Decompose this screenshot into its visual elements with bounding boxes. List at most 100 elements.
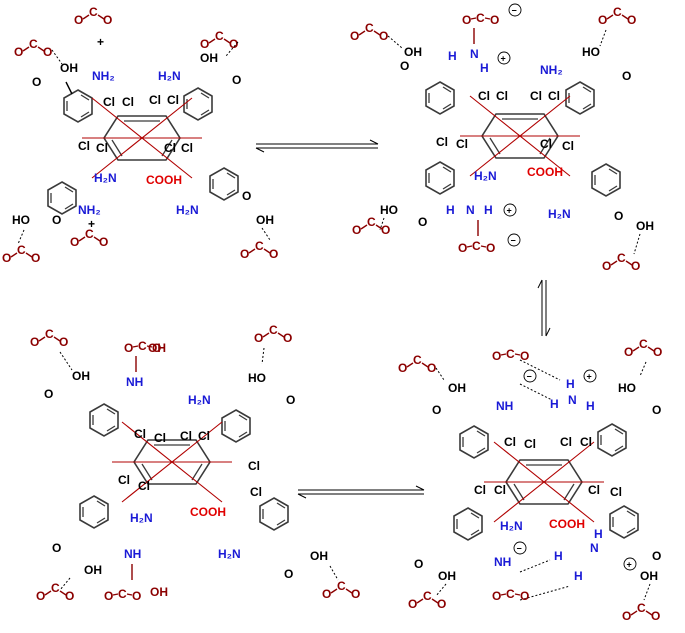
panel3-chlorine-label: Cl: [250, 485, 262, 499]
co2-carbon-label: C: [639, 337, 648, 351]
benzene-ring: [453, 507, 483, 541]
hydrogen-bond: [51, 49, 63, 65]
co2-molecule: OCO: [36, 581, 74, 603]
carbonyl-oxygen-label: O: [242, 189, 251, 203]
co2-oxygen-label: O: [14, 45, 23, 59]
co2-oxygen-label: O: [322, 587, 331, 601]
hydrogen-bond: [519, 359, 561, 381]
hydrogen-bond: [387, 35, 403, 49]
hydroxyl-label: OH: [448, 381, 466, 395]
co2-double-bond: [345, 588, 353, 594]
panel4-chlorine-label: Cl: [504, 435, 516, 449]
co2-carbon-label: C: [476, 11, 485, 25]
co2-oxygen-label: O: [427, 361, 436, 375]
amino-group-label: H₂N: [94, 171, 117, 185]
co2-oxygen-label: O: [462, 13, 471, 27]
co2-double-bond: [262, 332, 270, 338]
co2-molecule: OCO: [622, 601, 660, 623]
equilibrium-arrow-right: [537, 279, 551, 337]
co2-double-bond: [500, 593, 507, 596]
panel2-chlorine-label: Cl: [548, 89, 560, 103]
panel2-chlorine-label: Cl: [436, 135, 448, 149]
imine-group-label: NH: [494, 555, 511, 569]
co2-double-bond: [421, 362, 429, 368]
hydrogen-bond: [225, 41, 239, 57]
co2-oxygen-label: O: [437, 597, 446, 611]
co2-carbon-label: C: [337, 579, 346, 593]
co2-double-bond: [514, 593, 521, 596]
co2-molecule: OCO: [14, 37, 52, 59]
panel1-chlorine-label: Cl: [149, 93, 161, 107]
co2-carbon-label: C: [29, 37, 38, 51]
co2-carbon-label: C: [17, 243, 26, 257]
co2-carbon-label: C: [617, 251, 626, 265]
carboxyl-group-label: COOH: [549, 517, 585, 531]
co2-carbon-label: C: [138, 339, 147, 353]
hydrogen-bond: [17, 229, 25, 245]
panel3-chlorine-label: Cl: [138, 479, 150, 493]
panel2-chlorine-label: Cl: [496, 89, 508, 103]
carbonyl-oxygen-label: O: [286, 393, 295, 407]
hydrogen-bond: [643, 583, 651, 601]
co2-double-bond: [480, 245, 487, 248]
panel2-chlorine-label: Cl: [456, 137, 468, 151]
benzene-ring: [609, 505, 639, 539]
co2-double-bond: [223, 38, 231, 44]
panel3-chlorine-label: Cl: [154, 431, 166, 445]
co2-oxygen-label: O: [43, 45, 52, 59]
co2-double-bond: [277, 332, 285, 338]
co2-molecule: OCO: [2, 243, 40, 265]
co2-double-bond: [630, 610, 638, 616]
carbonyl-oxygen-label: O: [400, 59, 409, 73]
hydrogen-label: H: [550, 397, 559, 411]
co2-double-bond: [606, 14, 614, 20]
arrow-head: [255, 147, 265, 153]
charge-sign-label: −: [511, 236, 516, 246]
co2-oxygen-label: O: [458, 241, 467, 255]
hydroxyl-label: HO: [582, 45, 600, 59]
co2-double-bond: [647, 346, 655, 352]
hydroxyl-label: OH: [60, 61, 78, 75]
amino-group-label: NH₂: [540, 63, 563, 77]
hydrogen-bond: [59, 351, 73, 371]
co2-oxygen-label: O: [351, 587, 360, 601]
co2-double-bond: [126, 593, 133, 596]
co2-double-bond: [53, 336, 61, 342]
panel4-chlorine-label: Cl: [588, 483, 600, 497]
charge-circle: [583, 369, 597, 383]
negative-charge: −: [523, 369, 537, 383]
panel2-chlorine-label: Cl: [530, 89, 542, 103]
co2-double-bond: [44, 590, 52, 596]
positive-charge: +: [497, 51, 511, 65]
co2-molecule: OCO: [624, 337, 662, 359]
charge-circle: [497, 51, 511, 65]
negative-charge: −: [513, 541, 527, 555]
co2-oxygen-label: O: [492, 349, 501, 363]
panel3-chlorine-label: Cl: [180, 429, 192, 443]
hydroxyl-label: OH: [84, 563, 102, 577]
co2-molecule: OCO: [602, 251, 640, 273]
co2-double-bond: [610, 260, 618, 266]
panel4-chlorine-label: Cl: [610, 485, 622, 499]
co2-carbon-label: C: [506, 587, 515, 601]
panel4-chlorine-label: Cl: [524, 437, 536, 451]
co2-oxygen-label: O: [622, 609, 631, 623]
hydroxyl-label: OH: [148, 341, 166, 355]
co2-carbon-label: C: [423, 589, 432, 603]
carbonyl-oxygen-label: O: [52, 213, 61, 227]
benzene-ring: [47, 181, 77, 215]
co2-molecule: OCO: [200, 29, 238, 51]
co2-oxygen-label: O: [651, 609, 660, 623]
co2-double-bond: [360, 224, 368, 230]
co2-carbon-label: C: [51, 581, 60, 595]
co2-double-bond: [375, 224, 383, 230]
panel1-chlorine-label: Cl: [122, 95, 134, 109]
hydrogen-bond: [633, 233, 641, 255]
nitrogen-label: N: [590, 541, 599, 555]
amino-group-label: H₂N: [218, 547, 241, 561]
carboxyl-group-label: COOH: [190, 505, 226, 519]
benzene-ring: [221, 409, 251, 443]
amino-group-label: NH₂: [78, 203, 101, 217]
